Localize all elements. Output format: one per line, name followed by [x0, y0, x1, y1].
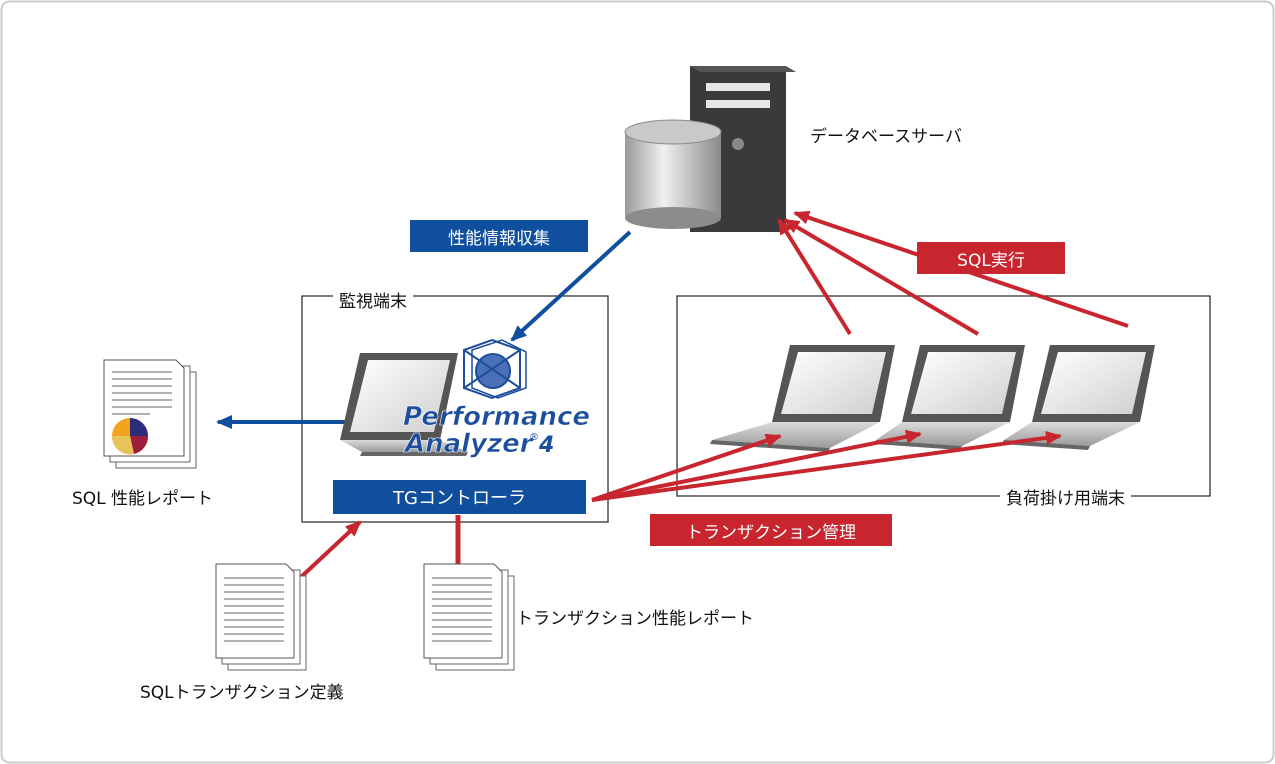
performance-analyzer-logo-icon: [463, 338, 527, 400]
sql-report-label: SQL 性能レポート: [72, 489, 214, 509]
monitor-terminal-label: 監視端末: [333, 287, 413, 312]
load-terminal-label: 負荷掛け用端末: [1000, 484, 1131, 509]
sql-report-document-icon: [103, 359, 197, 469]
load-terminal-box: [676, 295, 1211, 497]
tx-report-label: トランザクション性能レポート: [516, 609, 754, 629]
tg-controller-box: TGコントローラ: [333, 480, 586, 514]
logo-line2: Analyzer: [403, 429, 535, 459]
sql-exec-arrow-2: [783, 218, 980, 336]
monitor-terminal-box: [301, 295, 609, 523]
tx-mgmt-arrow-3: [591, 430, 1062, 502]
sql-exec-arrow-1: [777, 218, 852, 336]
tx-mgmt-arrow-1: [591, 433, 782, 502]
tx-report-document-icon: [423, 563, 515, 671]
sql-tx-def-label: SQLトランザクション定義: [140, 683, 344, 703]
logo-line1: Performance: [403, 402, 590, 432]
transaction-mgmt-tag: トランザクション管理: [650, 514, 892, 546]
perf-collect-tag: 性能情報収集: [410, 220, 588, 252]
logo-registered: ®: [529, 432, 539, 443]
sql-tx-def-document-icon: [215, 563, 307, 671]
sql-exec-tag: SQL実行: [917, 242, 1065, 274]
monitor-laptop-icon: [340, 353, 468, 456]
logo-version: 4: [538, 433, 554, 458]
db-server-label: データベースサーバ: [810, 127, 962, 147]
perf-collect-arrow: [510, 230, 632, 342]
tx-def-arrow: [298, 520, 362, 580]
tx-mgmt-arrow-2: [591, 429, 922, 502]
database-icon: [624, 119, 722, 229]
